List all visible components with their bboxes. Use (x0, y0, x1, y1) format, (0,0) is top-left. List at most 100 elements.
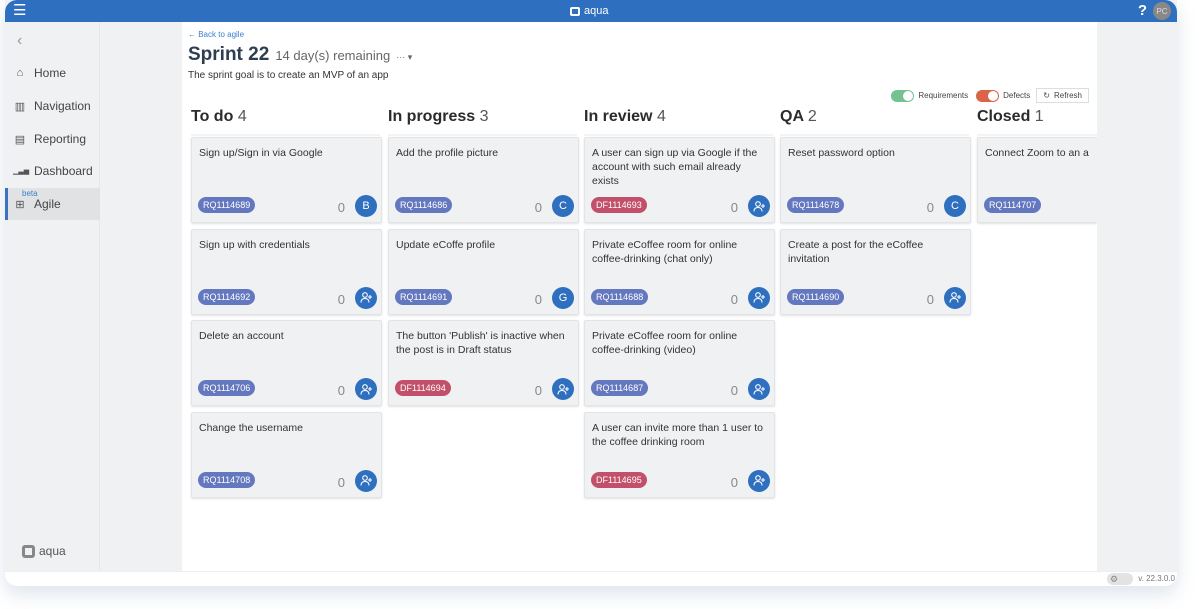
card-id-badge[interactable]: RQ1114686 (395, 197, 453, 213)
refresh-icon: ↻ (1043, 91, 1050, 100)
card-count: 0 (730, 474, 738, 490)
user-plus-icon (752, 292, 765, 303)
assignee-avatar[interactable]: C (944, 195, 966, 217)
task-card[interactable]: A user can sign up via Google if the acc… (584, 137, 775, 223)
card-count: 0 (730, 291, 738, 307)
card-id-badge[interactable]: RQ1114707 (984, 197, 1042, 213)
card-title: Delete an account (199, 330, 284, 342)
column-title: In progress (388, 108, 476, 125)
assignee-avatar[interactable]: B (355, 195, 377, 217)
sidebar-item-label: Dashboard (34, 164, 93, 178)
add-assignee-icon[interactable] (355, 286, 377, 309)
help-icon[interactable]: ? (1137, 2, 1147, 19)
card-id-badge[interactable]: RQ1114687 (591, 380, 649, 396)
card-id-badge[interactable]: DF1114694 (395, 380, 451, 396)
card-id-badge[interactable]: RQ1114678 (787, 197, 845, 213)
user-plus-icon (359, 292, 372, 303)
card-count: 0 (337, 291, 345, 307)
app-window: ☰ aqua ? PC ‹ ⌂Home ▥ Navigation ▤Reporti… (5, 0, 1177, 586)
column-count: 3 (479, 108, 489, 125)
sidebar-item-reporting[interactable]: ▤Reporting (5, 123, 100, 155)
card-count: 0 (730, 383, 738, 398)
sprint-header: Sprint 22 14 day(s) remaining ··· ▾ (188, 44, 412, 66)
sidebar-item-agile[interactable]: beta⊞Agile (5, 188, 100, 220)
sidebar-item-navigation[interactable]: ▥ Navigation (5, 90, 100, 122)
card-title: Private eCoffee room for online coffee-d… (592, 330, 738, 356)
card-id-badge[interactable]: RQ1114692 (198, 288, 256, 305)
add-assignee-icon[interactable] (748, 378, 770, 400)
add-assignee-icon[interactable] (355, 469, 377, 492)
sidebar-item-label: Navigation (34, 99, 91, 113)
user-plus-icon (752, 383, 765, 395)
card-title: The button 'Publish' is inactive when th… (396, 330, 565, 356)
card-id-badge[interactable]: RQ1114689 (198, 197, 256, 213)
sidebar: ‹ ⌂Home ▥ Navigation ▤Reporting ▁▃▅Dashbo… (5, 22, 100, 571)
home-icon: ⌂ (16, 67, 24, 79)
task-card[interactable]: The button 'Publish' is inactive when th… (388, 320, 579, 406)
report-icon: ▤ (14, 133, 26, 146)
task-card[interactable]: Private eCoffee room for online coffee-d… (584, 320, 775, 406)
refresh-button[interactable]: ↻Refresh (1036, 88, 1089, 103)
beta-badge: beta (22, 189, 38, 198)
sidebar-item-dashboard[interactable]: ▁▃▅Dashboard (5, 155, 100, 187)
aqua-logo-icon (570, 6, 580, 16)
add-assignee-icon[interactable] (944, 286, 966, 309)
card-count: 0 (926, 200, 934, 215)
add-assignee-icon[interactable] (748, 195, 770, 217)
hamburger-icon[interactable]: ☰ (13, 2, 27, 19)
task-card[interactable]: Private eCoffee room for online coffee-d… (584, 228, 775, 315)
user-plus-icon (752, 200, 765, 212)
add-assignee-icon[interactable] (355, 378, 377, 400)
main-content: ← Back to agile Sprint 22 14 day(s) rema… (182, 22, 1166, 571)
collapse-sidebar-icon[interactable]: ‹ (17, 32, 23, 49)
user-plus-icon (359, 475, 372, 486)
column-title: To do (191, 108, 234, 125)
assignee-avatar[interactable]: G (552, 286, 574, 309)
sprint-goal: The sprint goal is to create an MVP of a… (188, 70, 389, 81)
sidebar-logo: aqua (22, 544, 66, 558)
column-count: 4 (237, 108, 247, 125)
card-title: Create a post for the eCoffee invitation (788, 238, 924, 265)
card-id-badge[interactable]: RQ1114708 (198, 471, 256, 488)
task-card[interactable]: Connect Zoom to an ac RQ1114707 (977, 137, 1097, 223)
assignee-avatar[interactable]: C (552, 195, 574, 217)
secondary-panel (100, 22, 182, 571)
card-id-badge[interactable]: RQ1114688 (591, 288, 649, 305)
back-to-agile-link[interactable]: ← Back to agile (188, 30, 245, 39)
user-plus-icon (556, 383, 569, 395)
user-plus-icon (359, 383, 372, 395)
add-assignee-icon[interactable] (552, 378, 574, 400)
add-assignee-icon[interactable] (748, 469, 770, 492)
sidebar-item-home[interactable]: ⌂Home (5, 57, 100, 89)
requirements-toggle[interactable] (891, 89, 915, 102)
defects-toggle[interactable] (976, 89, 1000, 102)
more-options-dropdown[interactable]: ··· ▾ (396, 52, 413, 62)
task-card[interactable]: Create a post for the eCoffee invitation… (780, 228, 971, 315)
top-bar: ☰ aqua ? PC (5, 0, 1177, 22)
card-id-badge[interactable]: RQ1114690 (787, 288, 845, 305)
card-id-badge[interactable]: DF1114693 (591, 197, 647, 213)
task-card[interactable]: A user can invite more than 1 user to th… (584, 411, 775, 498)
settings-toggle[interactable]: ⚙ (1107, 573, 1133, 585)
column-count: 1 (1034, 108, 1044, 125)
add-assignee-icon[interactable] (748, 286, 770, 309)
card-title: Update eCoffe profile (396, 238, 496, 251)
user-avatar[interactable]: PC (1153, 2, 1171, 20)
card-id-badge[interactable]: DF1114695 (591, 471, 647, 488)
card-title: A user can sign up via Google if the acc… (592, 147, 758, 187)
map-icon: ▥ (14, 100, 26, 113)
card-title: Add the profile picture (396, 147, 499, 159)
card-id-badge[interactable]: RQ1114691 (395, 288, 453, 305)
brand-name: aqua (584, 5, 609, 17)
card-id-badge[interactable]: RQ1114706 (198, 380, 256, 396)
